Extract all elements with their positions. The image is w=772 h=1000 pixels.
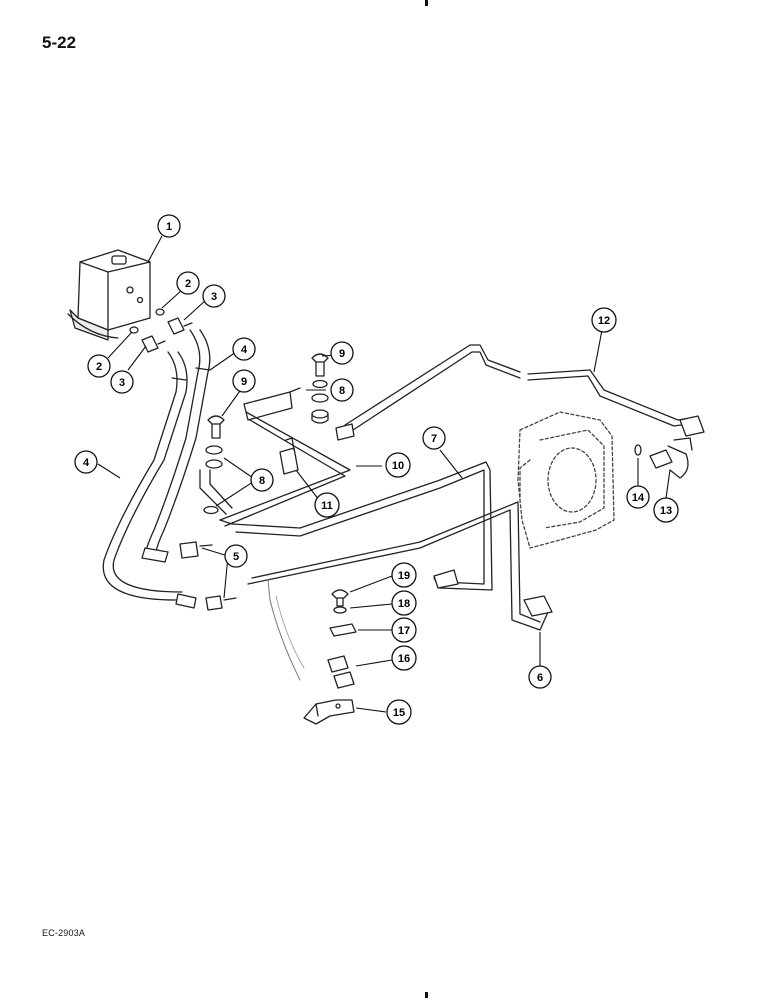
hose-end-fitting-part <box>141 541 237 611</box>
svg-text:8: 8 <box>259 475 265 487</box>
svg-text:12: 12 <box>598 315 610 327</box>
svg-text:8: 8 <box>339 385 345 397</box>
elbow-fitting-part <box>649 437 693 479</box>
bolt-washer-set-part <box>311 353 329 424</box>
clamp-half-part <box>327 655 355 689</box>
callout-2: 2 <box>176 271 200 295</box>
callout-16: 16 <box>391 645 417 671</box>
svg-text:9: 9 <box>339 348 345 360</box>
mounting-bracket-part <box>303 699 355 725</box>
svg-text:5: 5 <box>233 551 239 563</box>
svg-text:18: 18 <box>398 598 410 610</box>
o-ring-part <box>634 444 642 456</box>
callout-9: 9 <box>330 341 354 365</box>
steering-motor-part <box>67 249 151 341</box>
callout-8: 8 <box>330 378 354 402</box>
callout-18: 18 <box>391 590 417 616</box>
svg-text:19: 19 <box>398 570 410 582</box>
ground-hatch-line <box>275 595 305 669</box>
svg-text:3: 3 <box>211 291 217 303</box>
page-number: 5-22 <box>42 33 77 52</box>
callout-12: 12 <box>591 307 617 333</box>
pump-housing-outline <box>517 411 615 549</box>
svg-text:4: 4 <box>83 457 90 469</box>
callout-17: 17 <box>391 617 417 643</box>
clamp-plate-part <box>329 623 357 637</box>
svg-text:3: 3 <box>119 377 125 389</box>
svg-text:14: 14 <box>632 492 645 504</box>
svg-text:17: 17 <box>398 625 410 637</box>
svg-text:2: 2 <box>185 278 191 290</box>
svg-text:15: 15 <box>393 707 405 719</box>
page-mark <box>425 992 428 998</box>
callout-6: 6 <box>528 665 552 689</box>
callout-8: 8 <box>250 468 274 492</box>
callout-2: 2 <box>87 354 111 378</box>
o-ring-part <box>155 308 165 316</box>
svg-text:7: 7 <box>431 433 437 445</box>
figure-code: EC-2903A <box>42 928 86 938</box>
callout-3: 3 <box>202 284 226 308</box>
callout-13: 13 <box>653 497 679 523</box>
adapter-fitting-part <box>167 317 193 335</box>
svg-text:13: 13 <box>660 505 672 517</box>
svg-text:9: 9 <box>241 376 247 388</box>
callout-15: 15 <box>386 699 412 725</box>
callout-19: 19 <box>391 562 417 588</box>
bolt-part <box>331 589 349 607</box>
svg-text:16: 16 <box>398 653 410 665</box>
tube-part <box>231 461 553 631</box>
page-mark <box>425 0 428 6</box>
svg-text:11: 11 <box>321 500 333 512</box>
callout-3: 3 <box>110 370 134 394</box>
callout-11: 11 <box>314 492 340 518</box>
svg-text:1: 1 <box>166 221 172 233</box>
svg-text:2: 2 <box>96 361 102 373</box>
callout-4: 4 <box>74 450 98 474</box>
svg-text:10: 10 <box>392 460 404 472</box>
long-tube-part <box>335 344 705 441</box>
washer-part <box>333 606 347 614</box>
callout-7: 7 <box>422 426 446 450</box>
callout-4: 4 <box>232 337 256 361</box>
callout-14: 14 <box>626 485 650 509</box>
tee-connector-part <box>279 437 299 475</box>
callout-5: 5 <box>224 544 248 568</box>
bolt-washer-set-part <box>203 415 225 515</box>
ground-hatch-line <box>267 579 301 681</box>
svg-text:6: 6 <box>537 672 543 684</box>
o-ring-part <box>129 326 139 334</box>
adapter-fitting-part <box>141 335 166 353</box>
svg-text:4: 4 <box>241 344 248 356</box>
callout-9: 9 <box>232 369 256 393</box>
callout-1: 1 <box>157 214 181 238</box>
callout-10: 10 <box>385 452 411 478</box>
